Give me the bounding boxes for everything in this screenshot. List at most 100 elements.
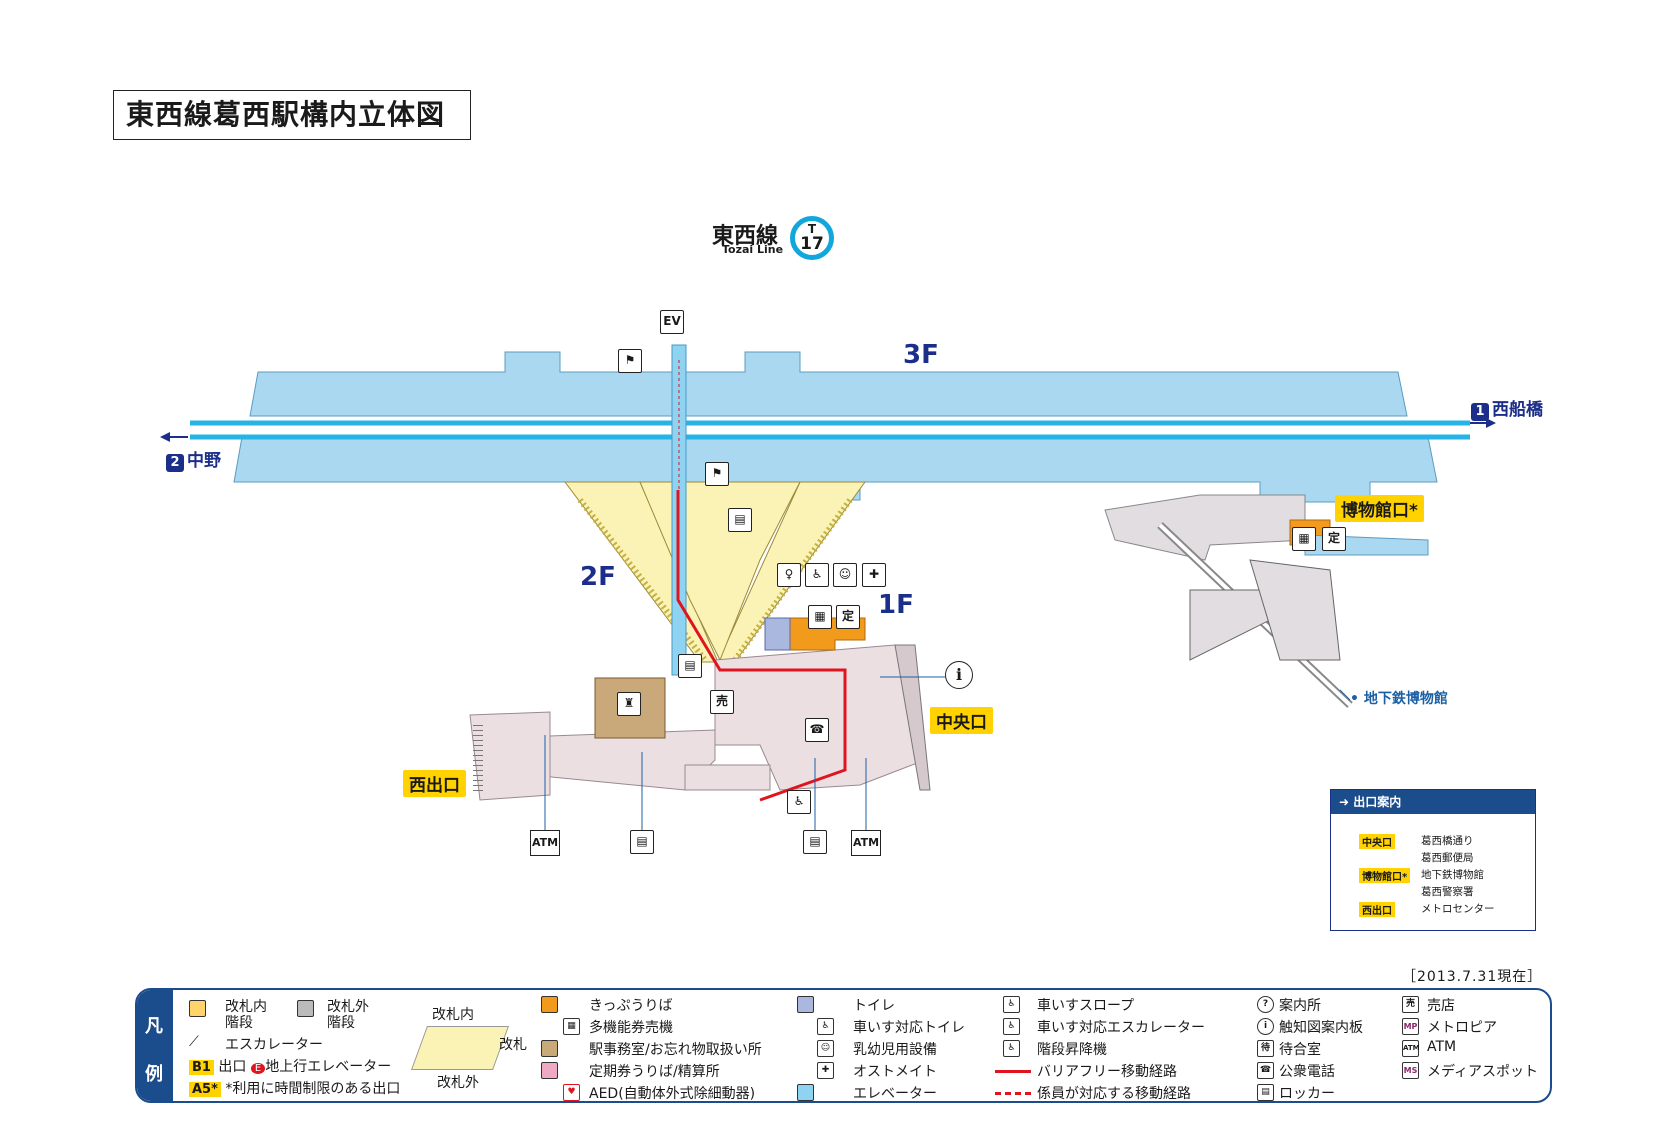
legend-limited-row: A5* *利用に時間制限のある出口: [189, 1078, 400, 1098]
exit-guide-line: 葛西警察署: [1421, 886, 1474, 898]
exit-guide-line: 葛西郵便局: [1421, 852, 1474, 864]
baby-facility-icon: ☺: [833, 563, 857, 587]
elevator-icon-3: ▤: [678, 654, 702, 678]
legend-col6-4: ロッカー: [1279, 1086, 1335, 1102]
legend-escalator: エスカレーター: [225, 1037, 323, 1053]
line-name: 東西線: [712, 224, 779, 249]
aed-icon: ♥: [563, 1084, 580, 1101]
phone-legend-icon: ☎: [1257, 1062, 1274, 1079]
gate-label: 改札: [499, 1037, 527, 1053]
exit-guide-title: 出口案内: [1353, 795, 1402, 809]
wheelchair-slope-icon: ♿: [787, 790, 811, 814]
legend-col6-3: 公衆電話: [1279, 1064, 1335, 1080]
teiki-icon: 定: [836, 605, 860, 629]
ostomate-legend-icon: ✚: [817, 1062, 834, 1079]
toilet-icon: ♀: [777, 563, 801, 587]
legend-limited: *利用に時間制限のある出口: [225, 1081, 401, 1097]
legend-col5-1: 車いす対応エスカレーター: [1037, 1020, 1205, 1036]
exit-museum: 博物館口*: [1335, 495, 1424, 522]
locker-icon-west: ▤: [630, 830, 654, 854]
locker-legend-icon: ▤: [1257, 1084, 1274, 1101]
floor1-east-stairs: [894, 644, 931, 791]
legend-col4-1: 車いす対応トイレ: [853, 1020, 965, 1036]
legend-col3-0: きっぷうりば: [589, 998, 673, 1014]
wheelchair-slope-legend-icon: ♿: [1003, 996, 1020, 1013]
waiting-room-icon-2: ⚑: [705, 462, 729, 486]
baby-legend-icon: ☺: [817, 1040, 834, 1057]
exit-central: 中央口: [930, 707, 993, 734]
wheelchair-toilet-legend-icon: ♿: [817, 1018, 834, 1035]
direction-west-number: 2: [166, 454, 184, 472]
exit-guide-header: ➜ 出口案内: [1331, 790, 1535, 814]
shop-legend-icon: 売: [1402, 996, 1419, 1013]
stair-lift-legend-icon: ♿: [1003, 1040, 1020, 1057]
exit-guide-line: 地下鉄博物館: [1421, 869, 1484, 881]
legend-col3-2: 駅事務室/お忘れ物取扱い所: [589, 1042, 762, 1058]
legend-col4-3: オストメイト: [853, 1064, 937, 1080]
museum-teiki-icon: 定: [1322, 527, 1346, 551]
station-office-legend-icon: [541, 1040, 558, 1057]
limited-tag: A5*: [189, 1082, 221, 1097]
legend-col7-1: メトロピア: [1427, 1020, 1497, 1036]
arrowhead-west: [160, 432, 170, 442]
gate-diagram: [410, 1026, 510, 1070]
shop-icon: 売: [710, 690, 734, 714]
legend-col7-3: メディアスポット: [1427, 1064, 1539, 1080]
media-spot-legend-icon: MS: [1402, 1062, 1419, 1079]
museum-label: • 地下鉄博物館: [1350, 691, 1448, 707]
badge-letter: T: [807, 222, 817, 236]
museum-exit-platform: [1104, 494, 1306, 561]
legend-stairs-in: 改札内: [225, 999, 267, 1015]
legend-stairs-out: 改札外: [327, 999, 369, 1015]
gate-area: [764, 617, 791, 651]
direction-east-label: 西船橋: [1492, 400, 1543, 420]
floor1-west-stairs: [469, 711, 551, 801]
staff-route-line-icon: [995, 1092, 1031, 1095]
line-sub: Tozai Line: [722, 243, 784, 256]
direction-east-number: 1: [1471, 403, 1489, 421]
stairs-out-icon: [297, 1000, 314, 1017]
gate-outside-label: 改札外: [437, 1075, 479, 1091]
legend-stairs-out-2: 階段: [327, 1015, 355, 1031]
barrier-free-route: [676, 490, 847, 802]
legend-col4-2: 乳幼児用設備: [853, 1042, 937, 1058]
direction-west-label: 中野: [187, 451, 221, 471]
escalator-icon: ⟋: [189, 1034, 199, 1050]
exit-guide-tag: 博物館口*: [1359, 868, 1411, 883]
exit-guide-line: メトロセンター: [1421, 903, 1495, 915]
museum-ticket-icon: ▦: [1292, 527, 1316, 551]
exit-tag: B1: [189, 1060, 214, 1075]
legend-exit: 出口: [218, 1059, 247, 1075]
arrowhead-east: [1486, 418, 1496, 428]
elevator-legend-icon: [797, 1084, 814, 1101]
wheelchair-escalator-legend-icon: ♿: [1003, 1018, 1020, 1035]
gate-inside-label: 改札内: [432, 1007, 474, 1023]
page-title: 東西線葛西駅構内立体図: [113, 90, 471, 140]
legend-col3-1: 多機能券売機: [589, 1020, 673, 1036]
wheelchair-toilet-icon: ♿: [805, 563, 829, 587]
legend-col3-4: AED(自動体外式除細動器): [589, 1086, 756, 1102]
tactile-map-icon: i: [945, 661, 973, 689]
legend-col7-0: 売店: [1427, 998, 1455, 1014]
floor-label-2f: 2F: [580, 562, 616, 592]
elevator-icon-2: ▤: [728, 508, 752, 532]
legend-col6-0: 案内所: [1279, 998, 1321, 1014]
platform-upper: [249, 351, 1408, 417]
floor-label-1f: 1F: [878, 590, 914, 620]
metropia-legend-icon: MP: [1402, 1018, 1419, 1035]
exit-guide-tag: 中央口: [1359, 834, 1395, 849]
legend-elev-up: 地上行エレベーター: [265, 1059, 392, 1075]
legend-col5-0: 車いすスロープ: [1037, 998, 1135, 1014]
museum-stairs-2: [1249, 559, 1341, 661]
exit-guide-tag: 西出口: [1359, 902, 1395, 917]
legend-col6-1: 触知図案内板: [1279, 1020, 1363, 1036]
info-desk-legend-icon: ?: [1257, 996, 1274, 1013]
legend-col5-2: 階段昇降機: [1037, 1042, 1107, 1058]
atm-legend-icon: ATM: [1402, 1040, 1420, 1057]
stairs-in-icon: [189, 1000, 206, 1017]
waiting-room-icon: ⚑: [618, 349, 642, 373]
ostomate-icon: ✚: [862, 563, 886, 587]
legend-col5-3: バリアフリー移動経路: [1037, 1064, 1177, 1080]
